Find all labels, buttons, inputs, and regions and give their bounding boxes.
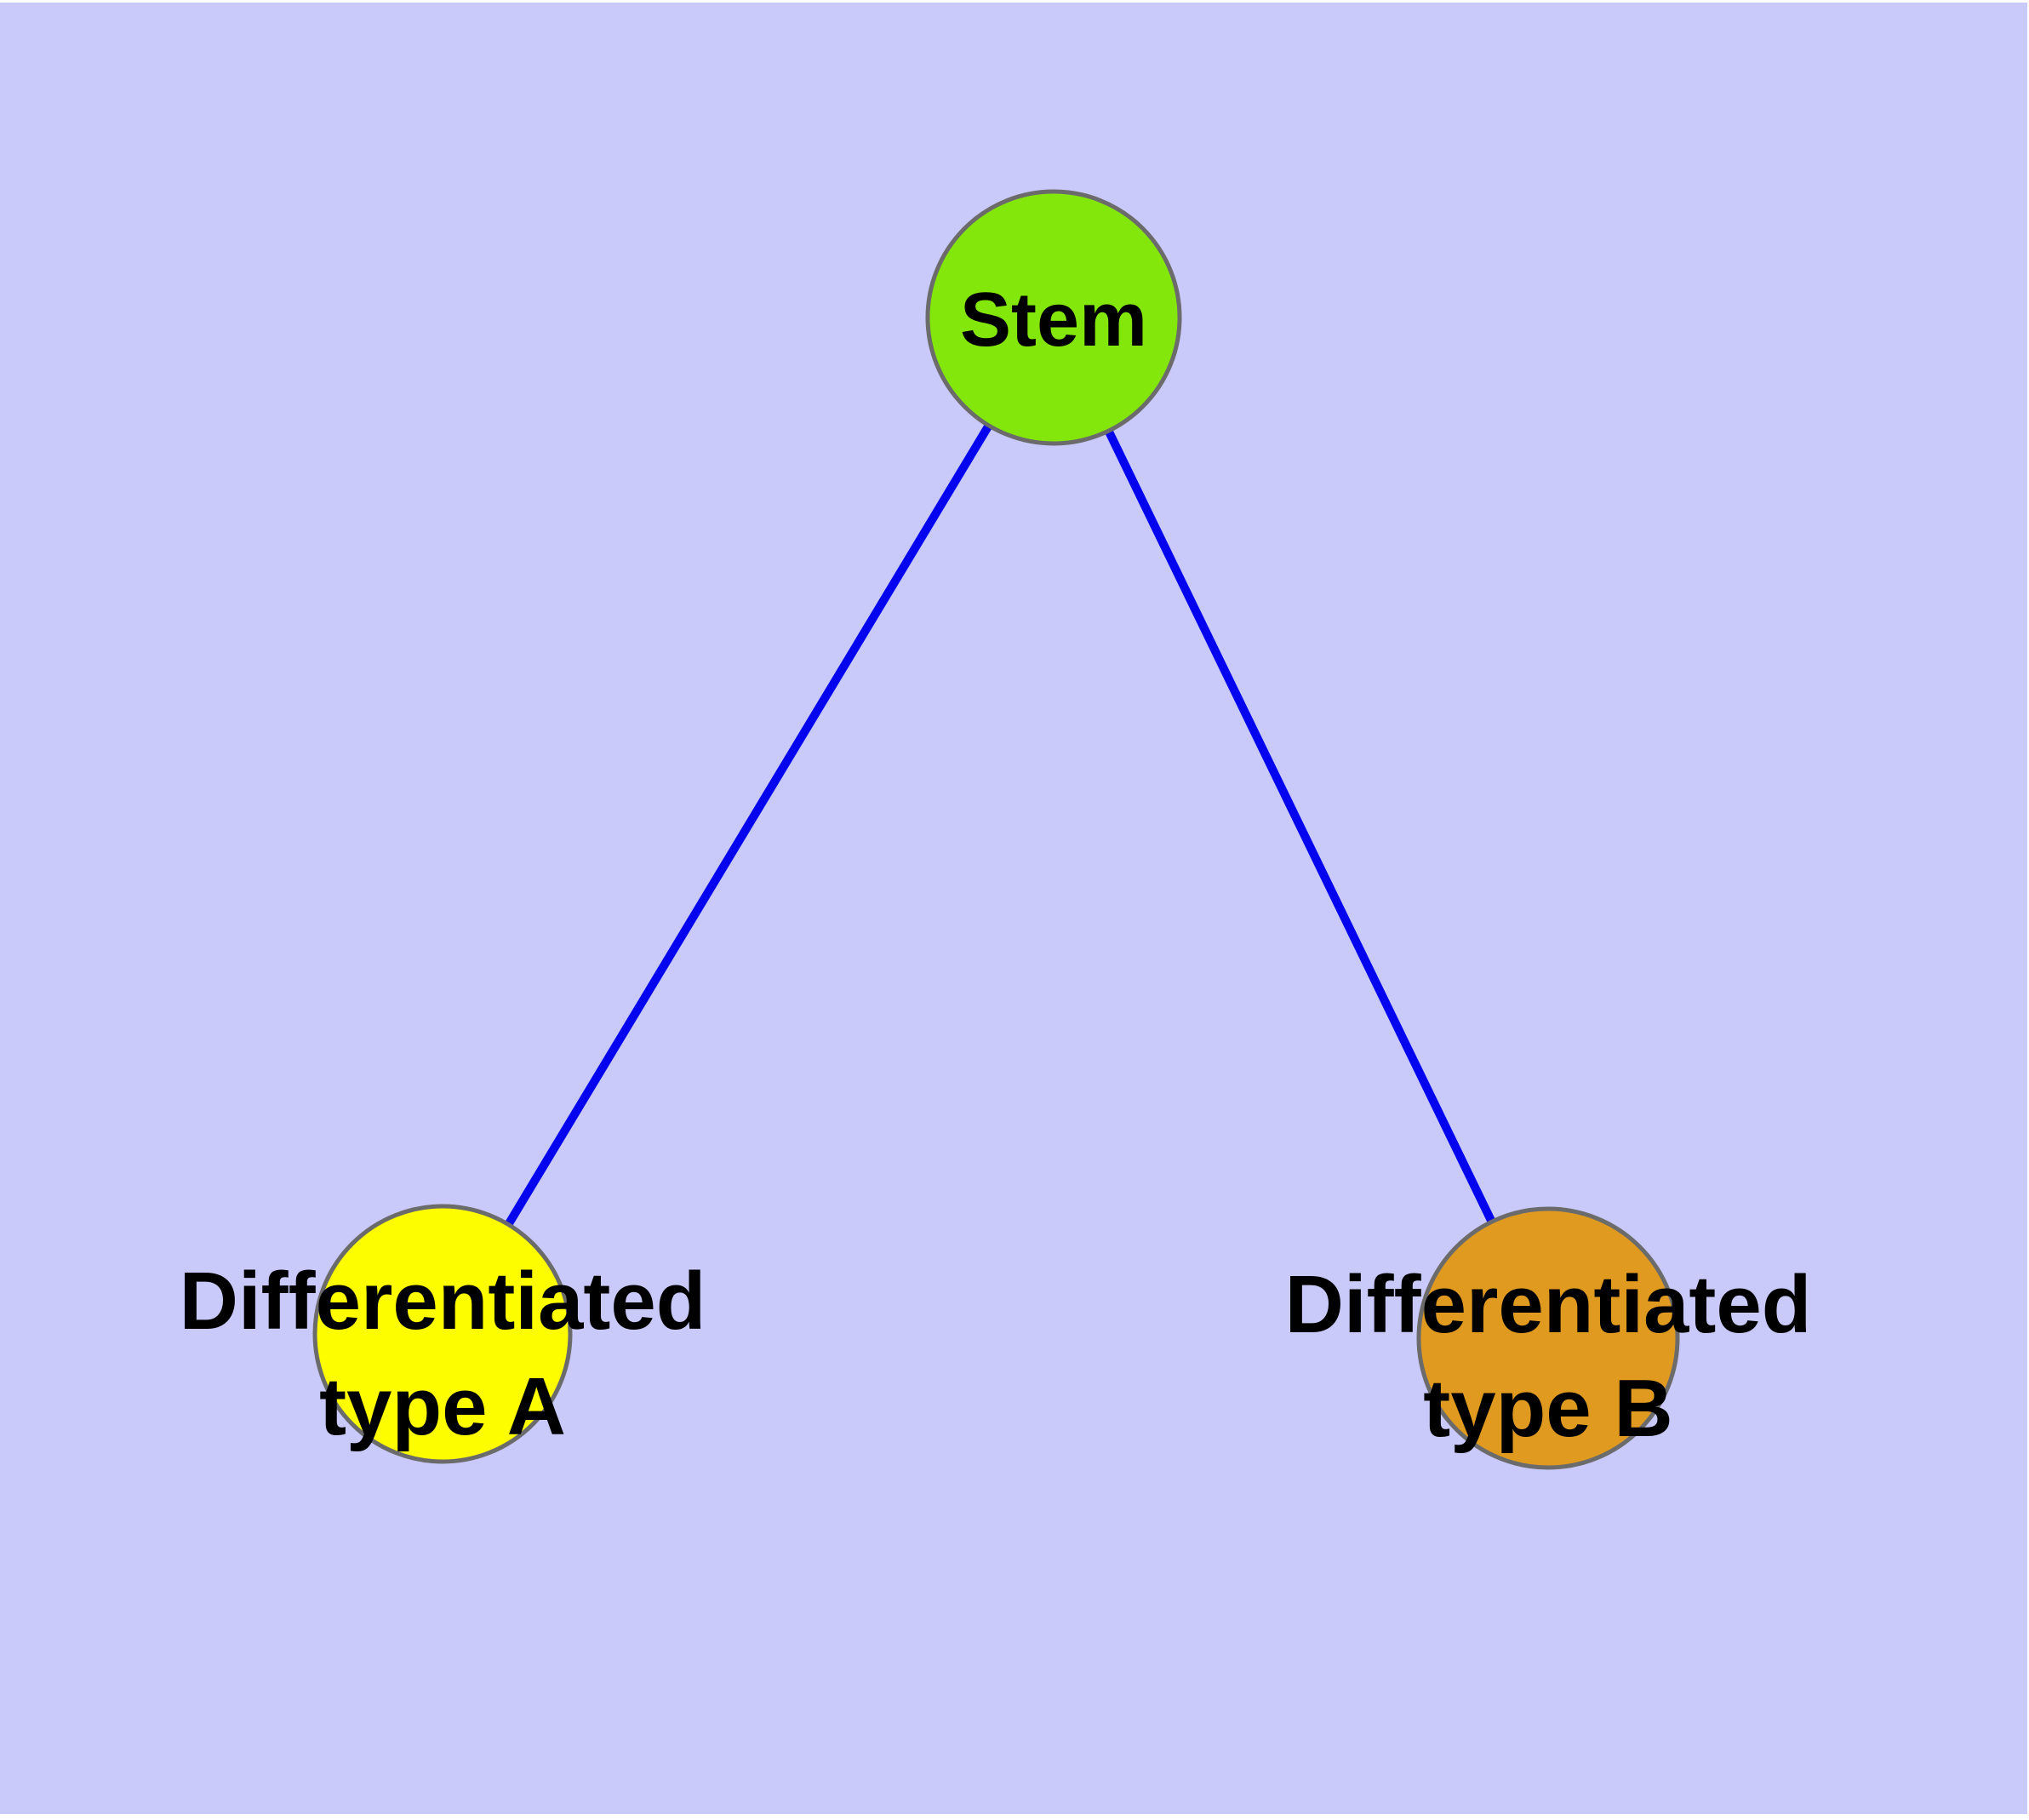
type-a-node-label-line2: type A bbox=[319, 1361, 566, 1452]
type-a-node-label-line1: Differentiated bbox=[180, 1256, 706, 1347]
type-a-node bbox=[312, 1204, 573, 1464]
type-b-node-label-line2: type B bbox=[1423, 1363, 1672, 1454]
edge-stem-to-type-b bbox=[1049, 315, 1552, 1341]
stem-node-label: Stem bbox=[960, 278, 1147, 363]
edge-stem-to-type-a bbox=[438, 315, 1058, 1336]
type-b-node bbox=[1416, 1206, 1680, 1470]
type-b-node-label-line1: Differentiated bbox=[1285, 1259, 1812, 1350]
stem-node bbox=[925, 189, 1182, 446]
